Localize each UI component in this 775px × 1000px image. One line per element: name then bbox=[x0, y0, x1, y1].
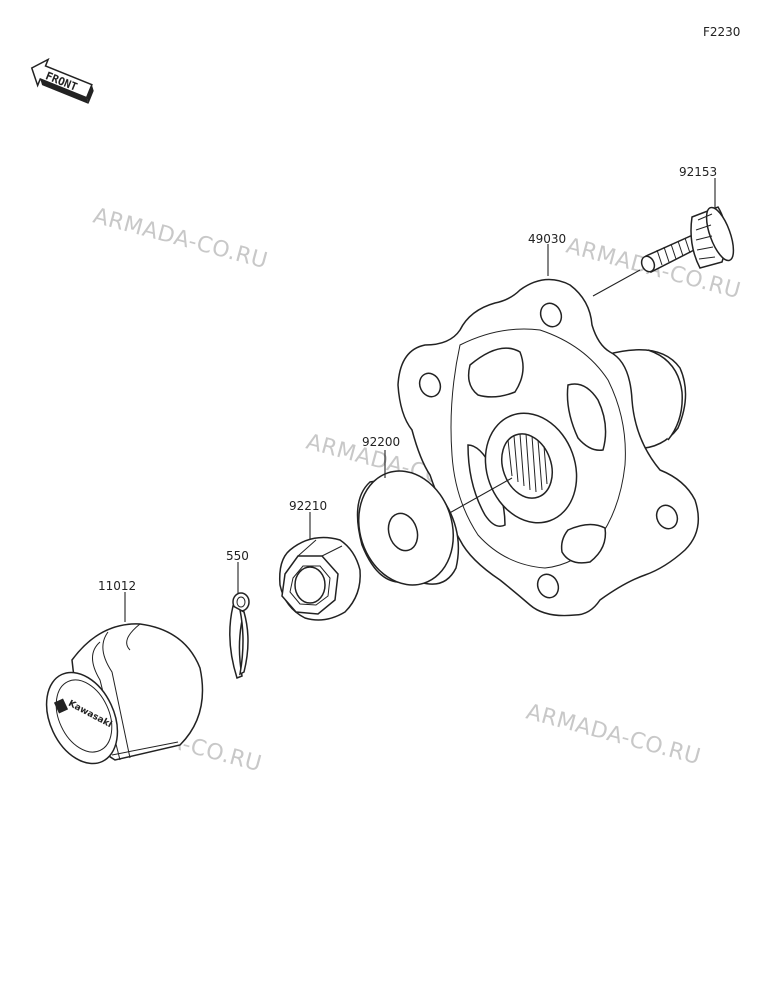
lock-nut bbox=[278, 536, 361, 621]
hub-cap: Kawasaki bbox=[45, 623, 204, 765]
label-49030: 49030 bbox=[528, 232, 566, 246]
washer bbox=[356, 470, 460, 586]
wheel-stud bbox=[640, 206, 735, 274]
label-11012: 11012 bbox=[98, 579, 136, 593]
label-550: 550 bbox=[226, 549, 249, 563]
watermark-1: ARMADA-CO.RU bbox=[90, 204, 270, 275]
watermark-4: ARMADA-CO.RU bbox=[523, 700, 703, 771]
label-92210: 92210 bbox=[289, 499, 327, 513]
cotter-pin bbox=[229, 592, 250, 679]
front-arrow-icon: FRONT bbox=[30, 57, 94, 104]
wheel-hub bbox=[397, 278, 700, 617]
figure-code: F2230 bbox=[703, 25, 740, 39]
label-92200: 92200 bbox=[362, 435, 400, 449]
label-92153: 92153 bbox=[679, 165, 717, 179]
